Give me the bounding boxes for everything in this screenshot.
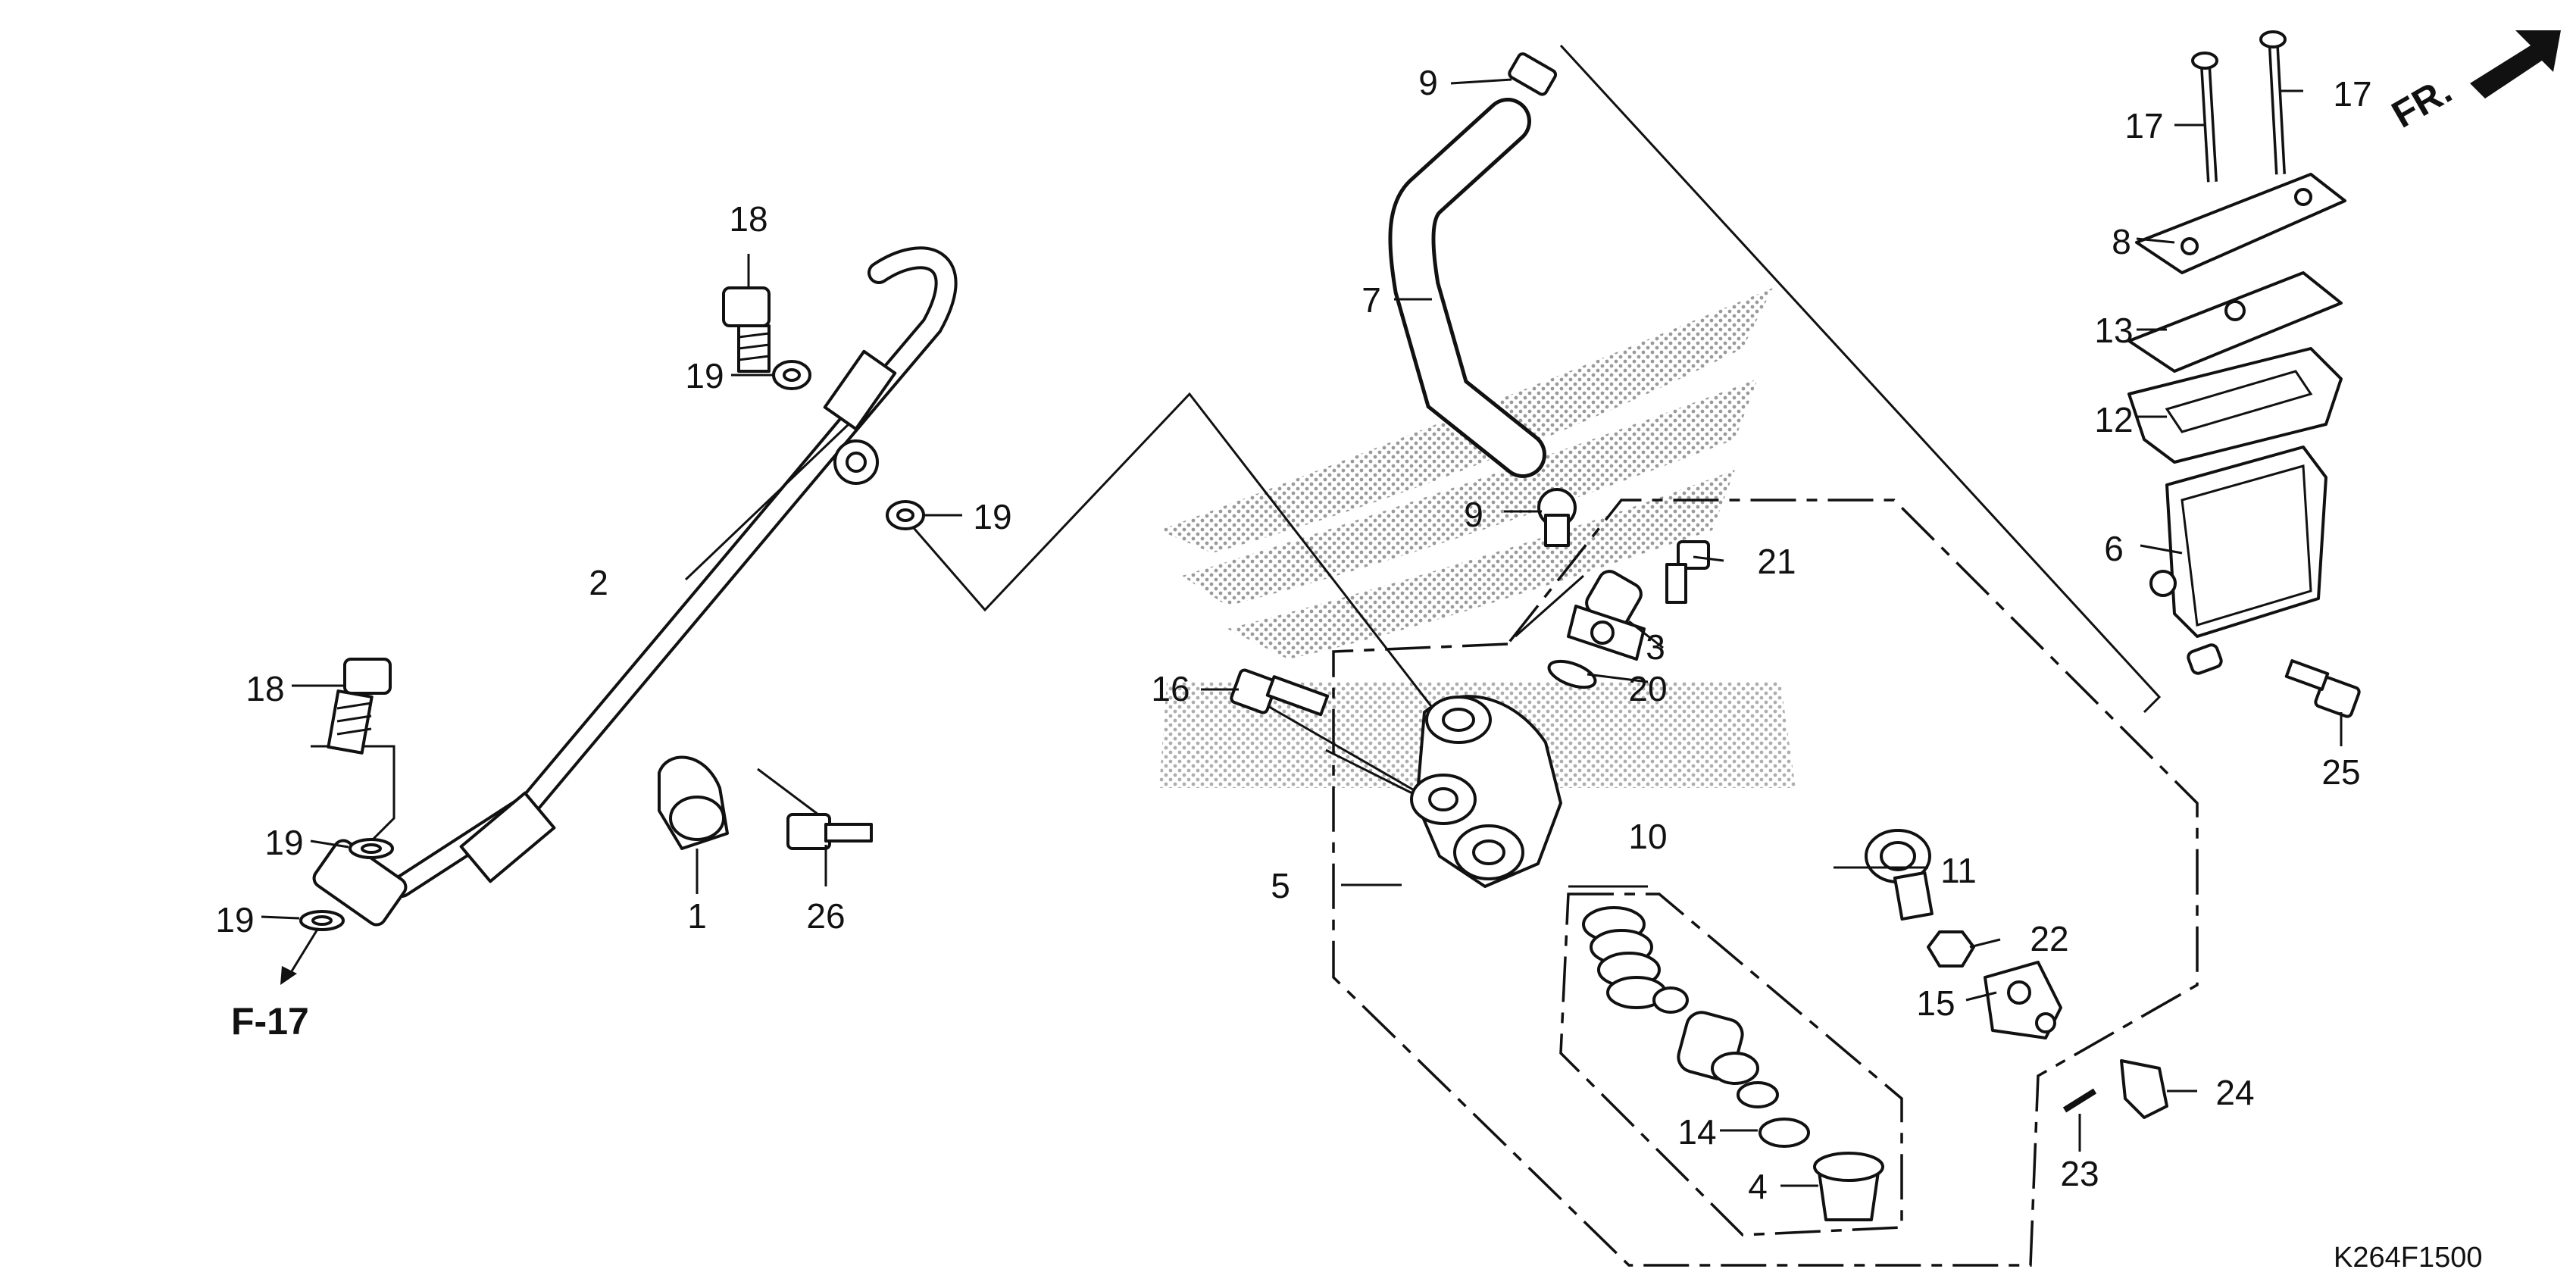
pivot-collar: [2120, 1059, 2168, 1119]
joint-screw: [1665, 540, 1710, 604]
callout-3: 3: [1646, 627, 1665, 667]
callout-labels: 1 2 3 4 5 6 7 8 9 9 10 11 12 13 14 15 16…: [215, 63, 2371, 1206]
diagram-code: K264F1500: [2334, 1242, 2483, 1274]
callout-19-d: 19: [215, 900, 254, 939]
callout-11: 11: [1940, 851, 1977, 890]
reference-f17: F-17: [231, 927, 320, 1043]
callout-19-b: 19: [973, 497, 1011, 536]
callout-19-a: 19: [685, 356, 724, 395]
hose-clip-lower: [1537, 488, 1577, 547]
front-label: FR.: [2385, 69, 2459, 136]
reservoir: [2149, 445, 2327, 675]
callout-5: 5: [1271, 866, 1290, 905]
callout-24: 24: [2215, 1073, 2254, 1112]
callout-22: 22: [2030, 919, 2068, 958]
callout-9-lower: 9: [1464, 495, 1483, 534]
clamp-bolt: [786, 813, 873, 850]
callout-17-left: 17: [2124, 106, 2163, 145]
diaphragm: [2127, 347, 2343, 464]
master-cylinder-body: [1410, 695, 1562, 888]
callout-4: 4: [1748, 1167, 1768, 1206]
callout-15: 15: [1916, 983, 1955, 1023]
callout-25: 25: [2321, 752, 2360, 792]
callout-8: 8: [2112, 222, 2131, 261]
callout-7: 7: [1361, 280, 1381, 320]
reference-label: F-17: [231, 1000, 309, 1043]
callout-6: 6: [2104, 529, 2124, 568]
callout-26: 26: [806, 896, 845, 936]
callout-13: 13: [2094, 311, 2133, 350]
callout-17-right: 17: [2333, 74, 2371, 114]
push-rod: [1865, 829, 1934, 921]
callout-18-upper: 18: [729, 199, 767, 239]
callout-20: 20: [1628, 669, 1667, 708]
assembly-10-outline: [1559, 893, 1903, 1236]
cap-screws: [2191, 30, 2287, 183]
front-direction-arrow: FR.: [2385, 30, 2561, 136]
banjo-bolt-upper: [722, 286, 771, 373]
pivot-bolt: [1230, 668, 1330, 717]
reservoir-hose: [1388, 98, 1546, 478]
callout-19-c: 19: [264, 823, 303, 862]
callout-1: 1: [687, 896, 707, 936]
callout-18-lower: 18: [245, 669, 284, 708]
callout-23: 23: [2060, 1154, 2099, 1193]
sealing-washers: [299, 360, 925, 931]
callout-leaders: [261, 78, 2343, 1187]
callout-14: 14: [1677, 1112, 1716, 1152]
reservoir-cap: [2135, 173, 2346, 274]
hose-joint: [1567, 570, 1646, 661]
callout-16: 16: [1151, 669, 1190, 708]
circlip: [1758, 1118, 1810, 1148]
callout-10: 10: [1628, 817, 1667, 856]
callout-2: 2: [589, 563, 608, 602]
leader-lines: [311, 44, 2162, 843]
lock-nut: [1927, 930, 1975, 968]
bracket: [1984, 961, 2062, 1039]
banjo-bolt-lower: [327, 658, 392, 755]
callout-21: 21: [1757, 542, 1796, 581]
dust-boot: [1813, 1152, 1884, 1221]
diaphragm-plate: [2127, 271, 2343, 373]
cotter-pin: [2062, 1088, 2097, 1113]
callout-9-upper: 9: [1418, 63, 1438, 102]
assembly-5-outline: [1332, 499, 2199, 1267]
hose-clip-upper: [1508, 52, 1558, 96]
brake-hose: [312, 246, 958, 927]
callout-12: 12: [2094, 400, 2133, 439]
hose-clamp: [658, 755, 729, 850]
o-ring: [1547, 659, 1597, 689]
piston-set: [1582, 906, 1779, 1108]
reservoir-screw: [2284, 659, 2361, 718]
